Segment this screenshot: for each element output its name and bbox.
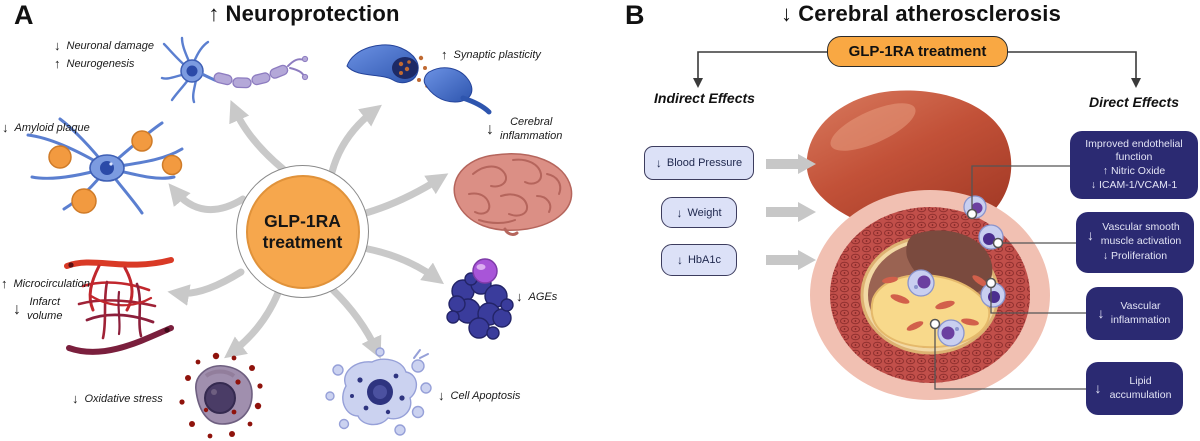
down-arrow-icon: ↓ xyxy=(438,388,445,403)
annotation-infarct-volume: ↓ Infarct volume xyxy=(13,296,62,324)
down-arrow-icon: ↓ xyxy=(676,205,683,220)
endothelial-line2: ↑ Nitric Oxide xyxy=(1102,165,1166,177)
down-arrow-icon: ↓ xyxy=(1097,305,1105,322)
down-arrow-icon: ↓ xyxy=(54,38,61,53)
blood-pressure-label: Blood Pressure xyxy=(666,157,743,169)
vascular-inflammation-label: Vascular inflammation xyxy=(1110,299,1171,326)
panel-a-title-text: Neuroprotection xyxy=(225,1,400,26)
artery-cross-section-illustration xyxy=(806,90,1050,400)
ages-molecule-illustration xyxy=(446,258,514,340)
panel-a-label: A xyxy=(14,0,34,30)
hub-line2: treatment xyxy=(262,231,343,252)
synapse-illustration xyxy=(346,44,492,115)
down-arrow-icon: ↓ xyxy=(13,300,21,318)
up-arrow-icon: ↑ xyxy=(1,276,8,291)
hba1c-box: ↓ HbA1c xyxy=(661,244,737,276)
hub-line1: GLP-1RA xyxy=(264,210,341,231)
cerebral-label-line2: inflammation xyxy=(500,129,563,142)
annotation-ages: ↓ AGEs xyxy=(516,290,557,303)
synaptic-plasticity-label: Synaptic plasticity xyxy=(453,48,541,61)
down-arrow-icon: ↓ xyxy=(1094,380,1102,397)
hba1c-label: HbA1c xyxy=(687,254,722,266)
down-arrow-icon: ↓ xyxy=(486,120,494,138)
panel-a-title: ↑Neuroprotection xyxy=(154,1,454,27)
panel-b-title-text: Cerebral atherosclerosis xyxy=(798,1,1062,26)
direct-effects-header: Direct Effects xyxy=(1088,94,1179,110)
smooth-muscle-label: Vascular smooth muscle activation xyxy=(1100,221,1182,247)
oxidative-stress-cell-illustration xyxy=(179,352,263,439)
annotation-neuron: ↓ Neuronal damage ↑ Neurogenesis xyxy=(54,39,154,70)
annotation-cell-apoptosis: ↓ Cell Apoptosis xyxy=(438,389,520,402)
up-arrow-icon: ↑ xyxy=(54,56,61,71)
microcirculation-illustration xyxy=(64,257,174,355)
lipid-accumulation-box: ↓ Lipid accumulation xyxy=(1086,362,1183,415)
brain-illustration xyxy=(453,153,573,236)
ages-label: AGEs xyxy=(528,290,558,303)
down-arrow-icon: ↓ xyxy=(676,253,683,267)
endothelial-function-box: Improved endothelial function ↑ Nitric O… xyxy=(1070,131,1198,199)
annotation-synaptic: ↑ Synaptic plasticity xyxy=(441,48,541,61)
amyloid-plaque-neuron-illustration xyxy=(26,117,184,215)
blood-pressure-box: ↓ Blood Pressure xyxy=(644,146,754,180)
lipid-accumulation-label: Lipid accumulation xyxy=(1109,374,1172,401)
down-arrow-icon: ↓ xyxy=(72,391,79,406)
panel-b-title: ↓Cerebral atherosclerosis xyxy=(771,1,1071,27)
weight-label: Weight xyxy=(687,206,722,219)
vascular-inflammation-box: ↓ Vascular inflammation xyxy=(1086,287,1183,340)
down-arrow-icon: ↓ xyxy=(516,289,523,304)
smooth-muscle-box: ↓ Vascular smooth muscle activation ↓ Pr… xyxy=(1076,212,1194,273)
indirect-effects-header: Indirect Effects xyxy=(654,90,755,106)
annotation-cerebral-inflammation: ↓ Cerebral inflammation xyxy=(486,116,562,144)
neuron-illustration xyxy=(160,36,309,104)
neurogenesis-label: Neurogenesis xyxy=(66,57,135,70)
weight-box: ↓ Weight xyxy=(661,197,737,228)
infarct-label-line2: volume xyxy=(27,309,63,322)
infarct-label-line1: Infarct xyxy=(29,296,61,308)
cell-apoptosis-label: Cell Apoptosis xyxy=(450,389,521,402)
neuronal-damage-label: Neuronal damage xyxy=(66,39,154,52)
down-arrow-icon: ↓ xyxy=(655,156,662,170)
annotation-oxidative-stress: ↓ Oxidative stress xyxy=(72,392,163,405)
apoptotic-cell-illustration xyxy=(325,347,432,436)
cerebral-label-line1: Cerebral xyxy=(510,116,553,128)
annotation-amyloid: ↓ Amyloid plaque xyxy=(2,121,90,134)
annotation-microcirculation: ↑ Microcirculation xyxy=(1,277,90,290)
proliferation-label: ↓ Proliferation xyxy=(1102,250,1168,263)
glp1ra-treatment-box: GLP-1RA treatment xyxy=(827,36,1008,67)
hub-ring: GLP-1RA treatment xyxy=(236,165,369,298)
endothelial-line1: Improved endothelial function xyxy=(1085,137,1183,164)
endothelial-line3: ↓ ICAM-1/VCAM-1 xyxy=(1090,178,1178,191)
down-arrow-icon: ↓ xyxy=(780,1,793,26)
amyloid-plaque-label: Amyloid plaque xyxy=(14,121,90,134)
down-arrow-icon: ↓ xyxy=(1087,226,1094,243)
glp1ra-treatment-hub: GLP-1RA treatment xyxy=(245,174,360,289)
up-arrow-icon: ↑ xyxy=(208,1,220,26)
up-arrow-icon: ↑ xyxy=(441,47,448,62)
microcirculation-label: Microcirculation xyxy=(13,277,90,290)
panel-b-label: B xyxy=(625,0,645,30)
oxidative-stress-label: Oxidative stress xyxy=(84,392,163,405)
down-arrow-icon: ↓ xyxy=(2,120,9,135)
